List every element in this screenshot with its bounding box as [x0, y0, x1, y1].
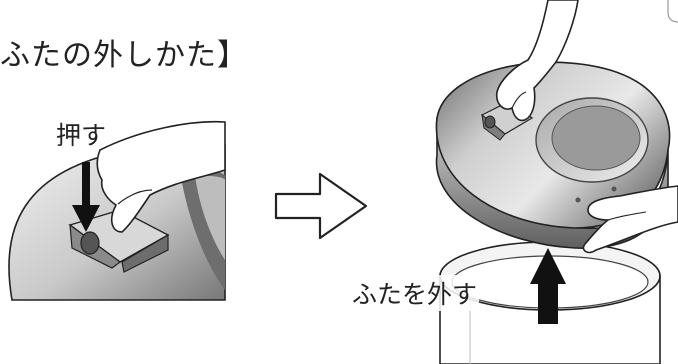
remove-lid-label: ふたを外す — [350, 275, 480, 311]
step1-illustration — [8, 120, 226, 301]
down-arrow-icon — [72, 162, 100, 232]
page-title: ふたの外しかた】 — [0, 38, 248, 73]
press-label: 押す — [56, 121, 107, 150]
right-arrow-outline-icon — [274, 172, 368, 240]
corner-box — [667, 0, 678, 23]
up-arrow-icon — [530, 248, 566, 324]
